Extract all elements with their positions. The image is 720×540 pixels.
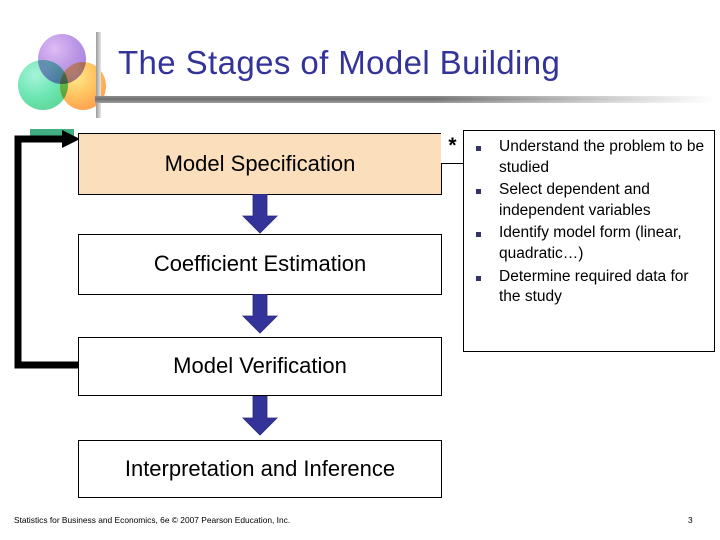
bullet-square-icon bbox=[476, 189, 481, 195]
green-tab-icon bbox=[30, 129, 74, 138]
flow-step-label: Model Verification bbox=[173, 353, 347, 379]
flow-step-interpretation-and-inference[interactable]: Interpretation and Inference bbox=[78, 440, 442, 498]
bullet-square-icon bbox=[476, 146, 481, 151]
header-horizontal-rule bbox=[95, 96, 715, 103]
flow-step-model-verification[interactable]: Model Verification bbox=[78, 337, 442, 396]
footer-page-number: 3 bbox=[688, 515, 693, 525]
flow-step-label: Coefficient Estimation bbox=[153, 251, 367, 277]
bullet-square-icon bbox=[476, 275, 481, 281]
flow-arrow-down-2 bbox=[242, 294, 278, 334]
header-vertical-rule bbox=[96, 32, 101, 118]
details-callout-box: Understand the problem to be studied Sel… bbox=[463, 130, 715, 352]
list-item: Understand the problem to be studied bbox=[468, 137, 710, 178]
callout-asterisk-icon: * bbox=[441, 133, 465, 164]
flow-step-model-specification[interactable]: Model Specification bbox=[78, 133, 442, 195]
list-item: Determine required data for the study bbox=[468, 267, 710, 308]
flow-arrow-down-1 bbox=[242, 194, 278, 234]
list-item: Identify model form (linear, quadratic…) bbox=[468, 223, 710, 264]
flow-arrow-down-3 bbox=[242, 396, 278, 436]
list-item-label: Understand the problem to be studied bbox=[499, 138, 705, 176]
list-item-label: Select dependent and independent variabl… bbox=[499, 181, 651, 219]
list-item-label: Determine required data for the study bbox=[499, 267, 689, 306]
flow-step-label: Interpretation and Inference bbox=[124, 455, 396, 481]
flow-step-coefficient-estimation[interactable]: Coefficient Estimation bbox=[78, 234, 442, 295]
list-item: Select dependent and independent variabl… bbox=[468, 180, 710, 221]
list-item-label: Identify model form (linear, quadratic…) bbox=[499, 224, 682, 263]
page-title: The Stages of Model Building bbox=[118, 44, 561, 81]
footer-credit: Statistics for Business and Economics, 6… bbox=[14, 515, 291, 525]
flow-step-label: Model Specification bbox=[164, 150, 356, 176]
bullet-square-icon bbox=[476, 232, 481, 238]
green-circle-icon bbox=[18, 60, 68, 110]
